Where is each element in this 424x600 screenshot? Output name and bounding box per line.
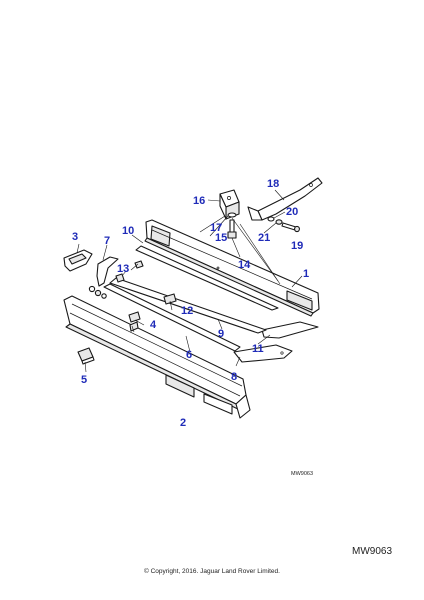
inner-reference-code: MW9063 <box>291 471 313 477</box>
callout-1: 1 <box>303 268 309 280</box>
part-1-bumper-beam <box>144 219 320 317</box>
callout-2: 2 <box>180 417 186 429</box>
callout-12: 12 <box>181 305 193 317</box>
part-3-fixings <box>88 285 107 299</box>
part-8-end-bracket <box>233 344 293 363</box>
callout-14: 14 <box>238 259 251 271</box>
callout-11: 11 <box>252 343 264 355</box>
part-21-nut <box>275 219 283 225</box>
callout-19: 19 <box>291 240 303 252</box>
part-18-bracket <box>247 177 323 221</box>
part-5-clip <box>77 347 95 365</box>
part-6-trim-strip <box>103 283 241 352</box>
part-4-clip <box>128 311 141 332</box>
callout-8: 8 <box>231 371 237 383</box>
part-9-trim-strip <box>109 277 267 334</box>
callout-15: 15 <box>215 232 227 244</box>
callout-20: 20 <box>286 206 298 218</box>
callout-5: 5 <box>81 374 87 386</box>
part-2-valance <box>63 295 251 419</box>
callout-16: 16 <box>193 195 205 207</box>
callout-17: 17 <box>210 222 222 234</box>
callout-labels: 3 7 10 13 12 4 5 6 9 8 11 1 2 16 17 15 1… <box>72 178 309 429</box>
part-14-nut <box>227 231 237 239</box>
callout-10: 10 <box>122 225 134 237</box>
part-19-screw <box>281 222 300 233</box>
part-12-clip <box>163 293 177 305</box>
copyright-notice: © Copyright, 2016. Jaguar Land Rover Lim… <box>144 568 280 575</box>
callout-6: 6 <box>186 349 192 361</box>
footer-diagram-code: MW9063 <box>351 546 392 557</box>
part-20-washer <box>267 216 275 222</box>
part-10-trim-strip <box>135 245 279 311</box>
callout-4: 4 <box>150 319 157 331</box>
part-7-side-bracket <box>96 256 119 287</box>
callout-13: 13 <box>117 263 129 275</box>
part-13-clip <box>115 260 144 283</box>
leader-lines <box>76 189 303 373</box>
callout-9: 9 <box>218 328 224 340</box>
callout-7: 7 <box>104 235 110 247</box>
callout-18: 18 <box>267 178 279 190</box>
part-11-end-trim <box>261 321 319 339</box>
part-3-end-cap <box>63 249 93 272</box>
part-17-washer <box>227 212 237 218</box>
callout-21: 21 <box>258 232 270 244</box>
callout-3: 3 <box>72 231 78 243</box>
